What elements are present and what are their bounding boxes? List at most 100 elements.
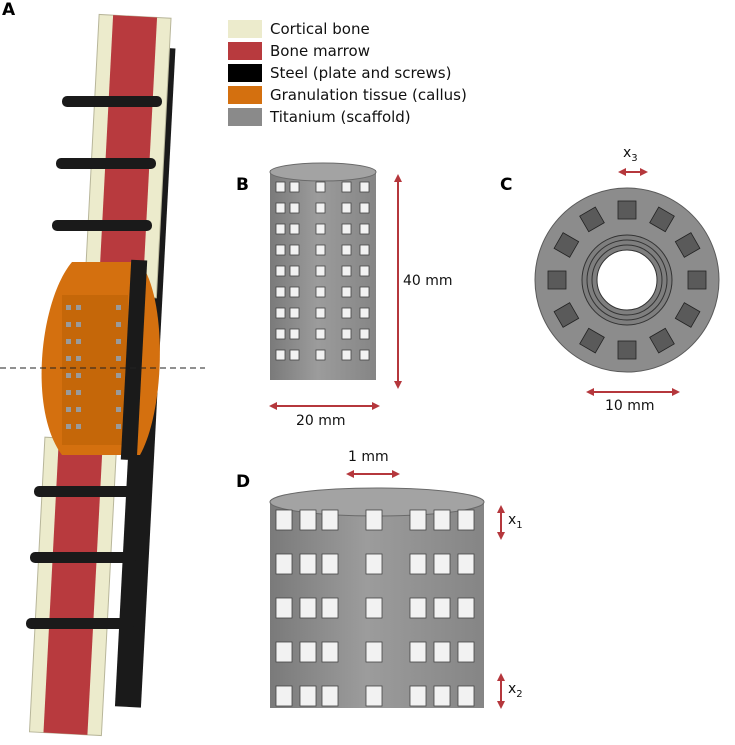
scaffold-pore [289, 349, 300, 361]
scaffold-pore [315, 181, 326, 193]
scaffold-pore [321, 641, 339, 663]
screw-4 [34, 486, 140, 497]
screw-5 [30, 552, 136, 563]
scaffold-pore [341, 349, 352, 361]
scaffold-pore [315, 349, 326, 361]
scaffold-pore [299, 597, 317, 619]
scaffold-pore [275, 685, 293, 707]
scaffold-pore [275, 509, 293, 531]
scaffold-pore [617, 340, 637, 360]
legend-label-bone-marrow: Bone marrow [270, 42, 370, 60]
panel-label-a: A [2, 0, 16, 20]
label-x2-main: x [508, 681, 517, 697]
scaffold-pore [275, 223, 286, 235]
scaffold-pore [341, 223, 352, 235]
scaffold-pore [341, 328, 352, 340]
scaffold-pore [617, 200, 637, 220]
scaffold-pore [275, 265, 286, 277]
legend-label-steel: Steel (plate and screws) [270, 64, 452, 82]
label-40mm: 40 mm [403, 273, 453, 289]
scaffold-in-callus [62, 295, 128, 445]
legend-item-cortical-bone: Cortical bone [228, 18, 467, 40]
scaffold-pore [341, 265, 352, 277]
legend-item-granulation-tissue: Granulation tissue (callus) [228, 84, 467, 106]
scaffold-pore [275, 597, 293, 619]
scaffold-pore [457, 685, 475, 707]
scaffold-pore [579, 327, 605, 354]
label-x3-sub: 3 [631, 152, 638, 164]
legend-swatch-titanium [228, 108, 262, 126]
scaffold-pore [359, 244, 370, 256]
scaffold-pore [409, 641, 427, 663]
scaffold-pore [321, 685, 339, 707]
bone-marrow-lower [43, 437, 103, 735]
scaffold-pore [275, 328, 286, 340]
scaffold-pore [457, 597, 475, 619]
panel-label-d: D [236, 472, 251, 492]
scaffold-pore [289, 223, 300, 235]
scaffold-pore [315, 307, 326, 319]
scaffold-pore [433, 597, 451, 619]
scaffold-pores-c [547, 200, 707, 360]
scaffold-pore [553, 232, 580, 258]
scaffold-pore [289, 265, 300, 277]
scaffold-pore [365, 685, 383, 707]
scaffold-pore [315, 202, 326, 214]
scaffold-pore [299, 509, 317, 531]
scaffold-pore [299, 685, 317, 707]
legend-swatch-bone-marrow [228, 42, 262, 60]
scaffold-pore [365, 597, 383, 619]
steel-plate-over-callus [120, 259, 148, 461]
panel-c-cross-section [534, 187, 720, 373]
scaffold-pore [315, 223, 326, 235]
scaffold-pore [457, 509, 475, 531]
screws [26, 96, 162, 629]
scaffold-pore [433, 641, 451, 663]
scaffold-pores-callus [66, 305, 121, 429]
scaffold-pore [674, 232, 701, 258]
scaffold-pore [409, 685, 427, 707]
scaffold-pore [315, 244, 326, 256]
scaffold-pore [359, 202, 370, 214]
scaffold-pore [457, 641, 475, 663]
legend-item-titanium: Titanium (scaffold) [228, 106, 467, 128]
scaffold-pore [687, 270, 707, 290]
scaffold-pore [321, 509, 339, 531]
scaffold-pore [341, 307, 352, 319]
scaffold-top-b [269, 162, 377, 182]
scaffold-pore [359, 286, 370, 298]
scaffold-pore [365, 641, 383, 663]
scaffold-pore [341, 286, 352, 298]
screw-6 [26, 618, 134, 629]
scaffold-pore [547, 270, 567, 290]
scaffold-pore [299, 641, 317, 663]
scaffold-pore [341, 181, 352, 193]
scaffold-pore [457, 553, 475, 575]
scaffold-pore [579, 206, 605, 233]
panel-label-b: B [236, 175, 249, 195]
screw-3 [52, 220, 152, 231]
scaffold-pore [315, 265, 326, 277]
scaffold-pore [365, 509, 383, 531]
legend-label-granulation-tissue: Granulation tissue (callus) [270, 86, 467, 104]
scaffold-pore [315, 328, 326, 340]
scaffold-pore [359, 307, 370, 319]
panel-b-scaffold [269, 162, 377, 380]
scaffold-pore [359, 181, 370, 193]
legend: Cortical bone Bone marrow Steel (plate a… [228, 18, 467, 128]
panel-d-scaffold-detail [269, 487, 485, 708]
scaffold-pore [275, 181, 286, 193]
scaffold-pore [649, 327, 675, 354]
scaffold-pore [365, 553, 383, 575]
scaffold-pore [275, 349, 286, 361]
scaffold-pore [359, 349, 370, 361]
label-10mm: 10 mm [605, 398, 655, 414]
panel-label-c: C [500, 175, 513, 195]
screw-2 [56, 158, 156, 169]
scaffold-pore [289, 286, 300, 298]
scaffold-central-hole [596, 249, 658, 311]
scaffold-pore [409, 597, 427, 619]
scaffold-pore [315, 286, 326, 298]
scaffold-pore [275, 244, 286, 256]
